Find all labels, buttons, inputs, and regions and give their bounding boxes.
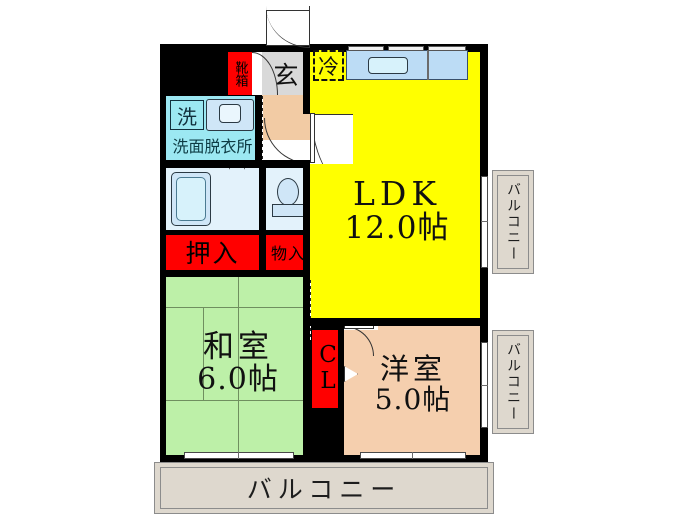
cl-label: C L: [319, 342, 337, 395]
balcony-right-lower-inner-edge: [497, 335, 529, 429]
bathroom-floor-fill: [212, 172, 256, 226]
room-label-ldk: LDK 12.0帖: [322, 168, 472, 254]
wall-bath-toilet-divider: [259, 168, 266, 230]
yoshitsu-size: 5.0帖: [374, 383, 452, 417]
shoe-cabinet-label: 靴箱: [232, 60, 248, 87]
toilet-tank: [272, 204, 304, 217]
yoshitsu-right-window-divider: [481, 385, 488, 387]
balcony-right-lower-label: バルコニー: [497, 335, 529, 429]
washitsu-sash-divider: [238, 452, 240, 459]
tatami-line-v2: [203, 307, 205, 400]
balcony-bottom-area: [154, 462, 494, 514]
balcony-right-upper-text: バルコニー: [505, 182, 521, 262]
bathtub-inner: [176, 177, 206, 221]
kitchen-upper-cabinet-a: [348, 46, 384, 51]
wall-bathroom-storage-divider: [166, 230, 310, 235]
wall-sanitary-bathroom-divider: [166, 160, 310, 168]
storage-monoire: 物入: [266, 234, 310, 270]
storage-oshiire: 押入: [166, 234, 259, 270]
wall-storage-washitsu-divider: [166, 270, 310, 277]
wall-ldk-left-lower: [303, 163, 310, 273]
genkan-label: 玄: [273, 60, 299, 90]
room-ldk: [310, 52, 480, 320]
cl-letter-l: L: [320, 368, 336, 394]
room-label-washitsu: 和室 6.0帖: [170, 325, 306, 403]
wall-ldk-bottom: [310, 318, 480, 326]
wall-oshiire-monoire-divider: [259, 234, 266, 270]
shoe-cabinet: 靴箱: [228, 52, 252, 95]
sanitary-label: 洗面脱衣所: [172, 137, 253, 156]
tatami-line-v1: [238, 277, 240, 455]
kitchen-sink: [368, 57, 408, 74]
wall-hall-left: [255, 95, 262, 165]
balcony-right-upper-area: [492, 170, 534, 274]
ldk-door-leaf[interactable]: [310, 113, 315, 163]
balcony-bottom-inner-edge: [160, 467, 488, 509]
washer-space: 洗: [170, 100, 204, 130]
ldk-name: LDK: [352, 174, 442, 214]
wall-cl-right: [338, 326, 344, 408]
yoshitsu-sash-divider: [412, 452, 414, 459]
washitsu-size: 6.0帖: [197, 362, 279, 397]
balcony-right-upper-label: バルコニー: [497, 175, 529, 269]
balcony-right-lower-text: バルコニー: [505, 342, 521, 422]
wall-washitsu-right: [303, 273, 310, 455]
room-label-yoshitsu: 洋室 5.0帖: [350, 344, 476, 426]
kitchen-upper-cabinet-c: [428, 46, 466, 51]
cl-letter-c: C: [319, 342, 337, 369]
wall-ldk-left-upper: [303, 52, 310, 114]
washitsu-name: 和室: [203, 329, 273, 366]
vanity-basin: [219, 104, 241, 123]
balcony-right-lower-area: [492, 330, 534, 434]
balcony-right-upper-inner-edge: [497, 175, 529, 269]
kitchen-upper-cabinet-b: [388, 46, 424, 51]
monoire-label: 物入: [270, 244, 305, 263]
oshiire-label: 押入: [185, 239, 240, 268]
ldk-size: 12.0帖: [344, 210, 450, 247]
ldk-right-window-divider: [481, 221, 488, 223]
refrigerator-space: 冷: [313, 50, 344, 81]
balcony-bottom-label: バルコニー: [246, 475, 402, 504]
toilet-bowl: [277, 178, 299, 206]
yoshitsu-name: 洋室: [379, 352, 446, 387]
kitchen-counter-divider: [427, 50, 429, 80]
